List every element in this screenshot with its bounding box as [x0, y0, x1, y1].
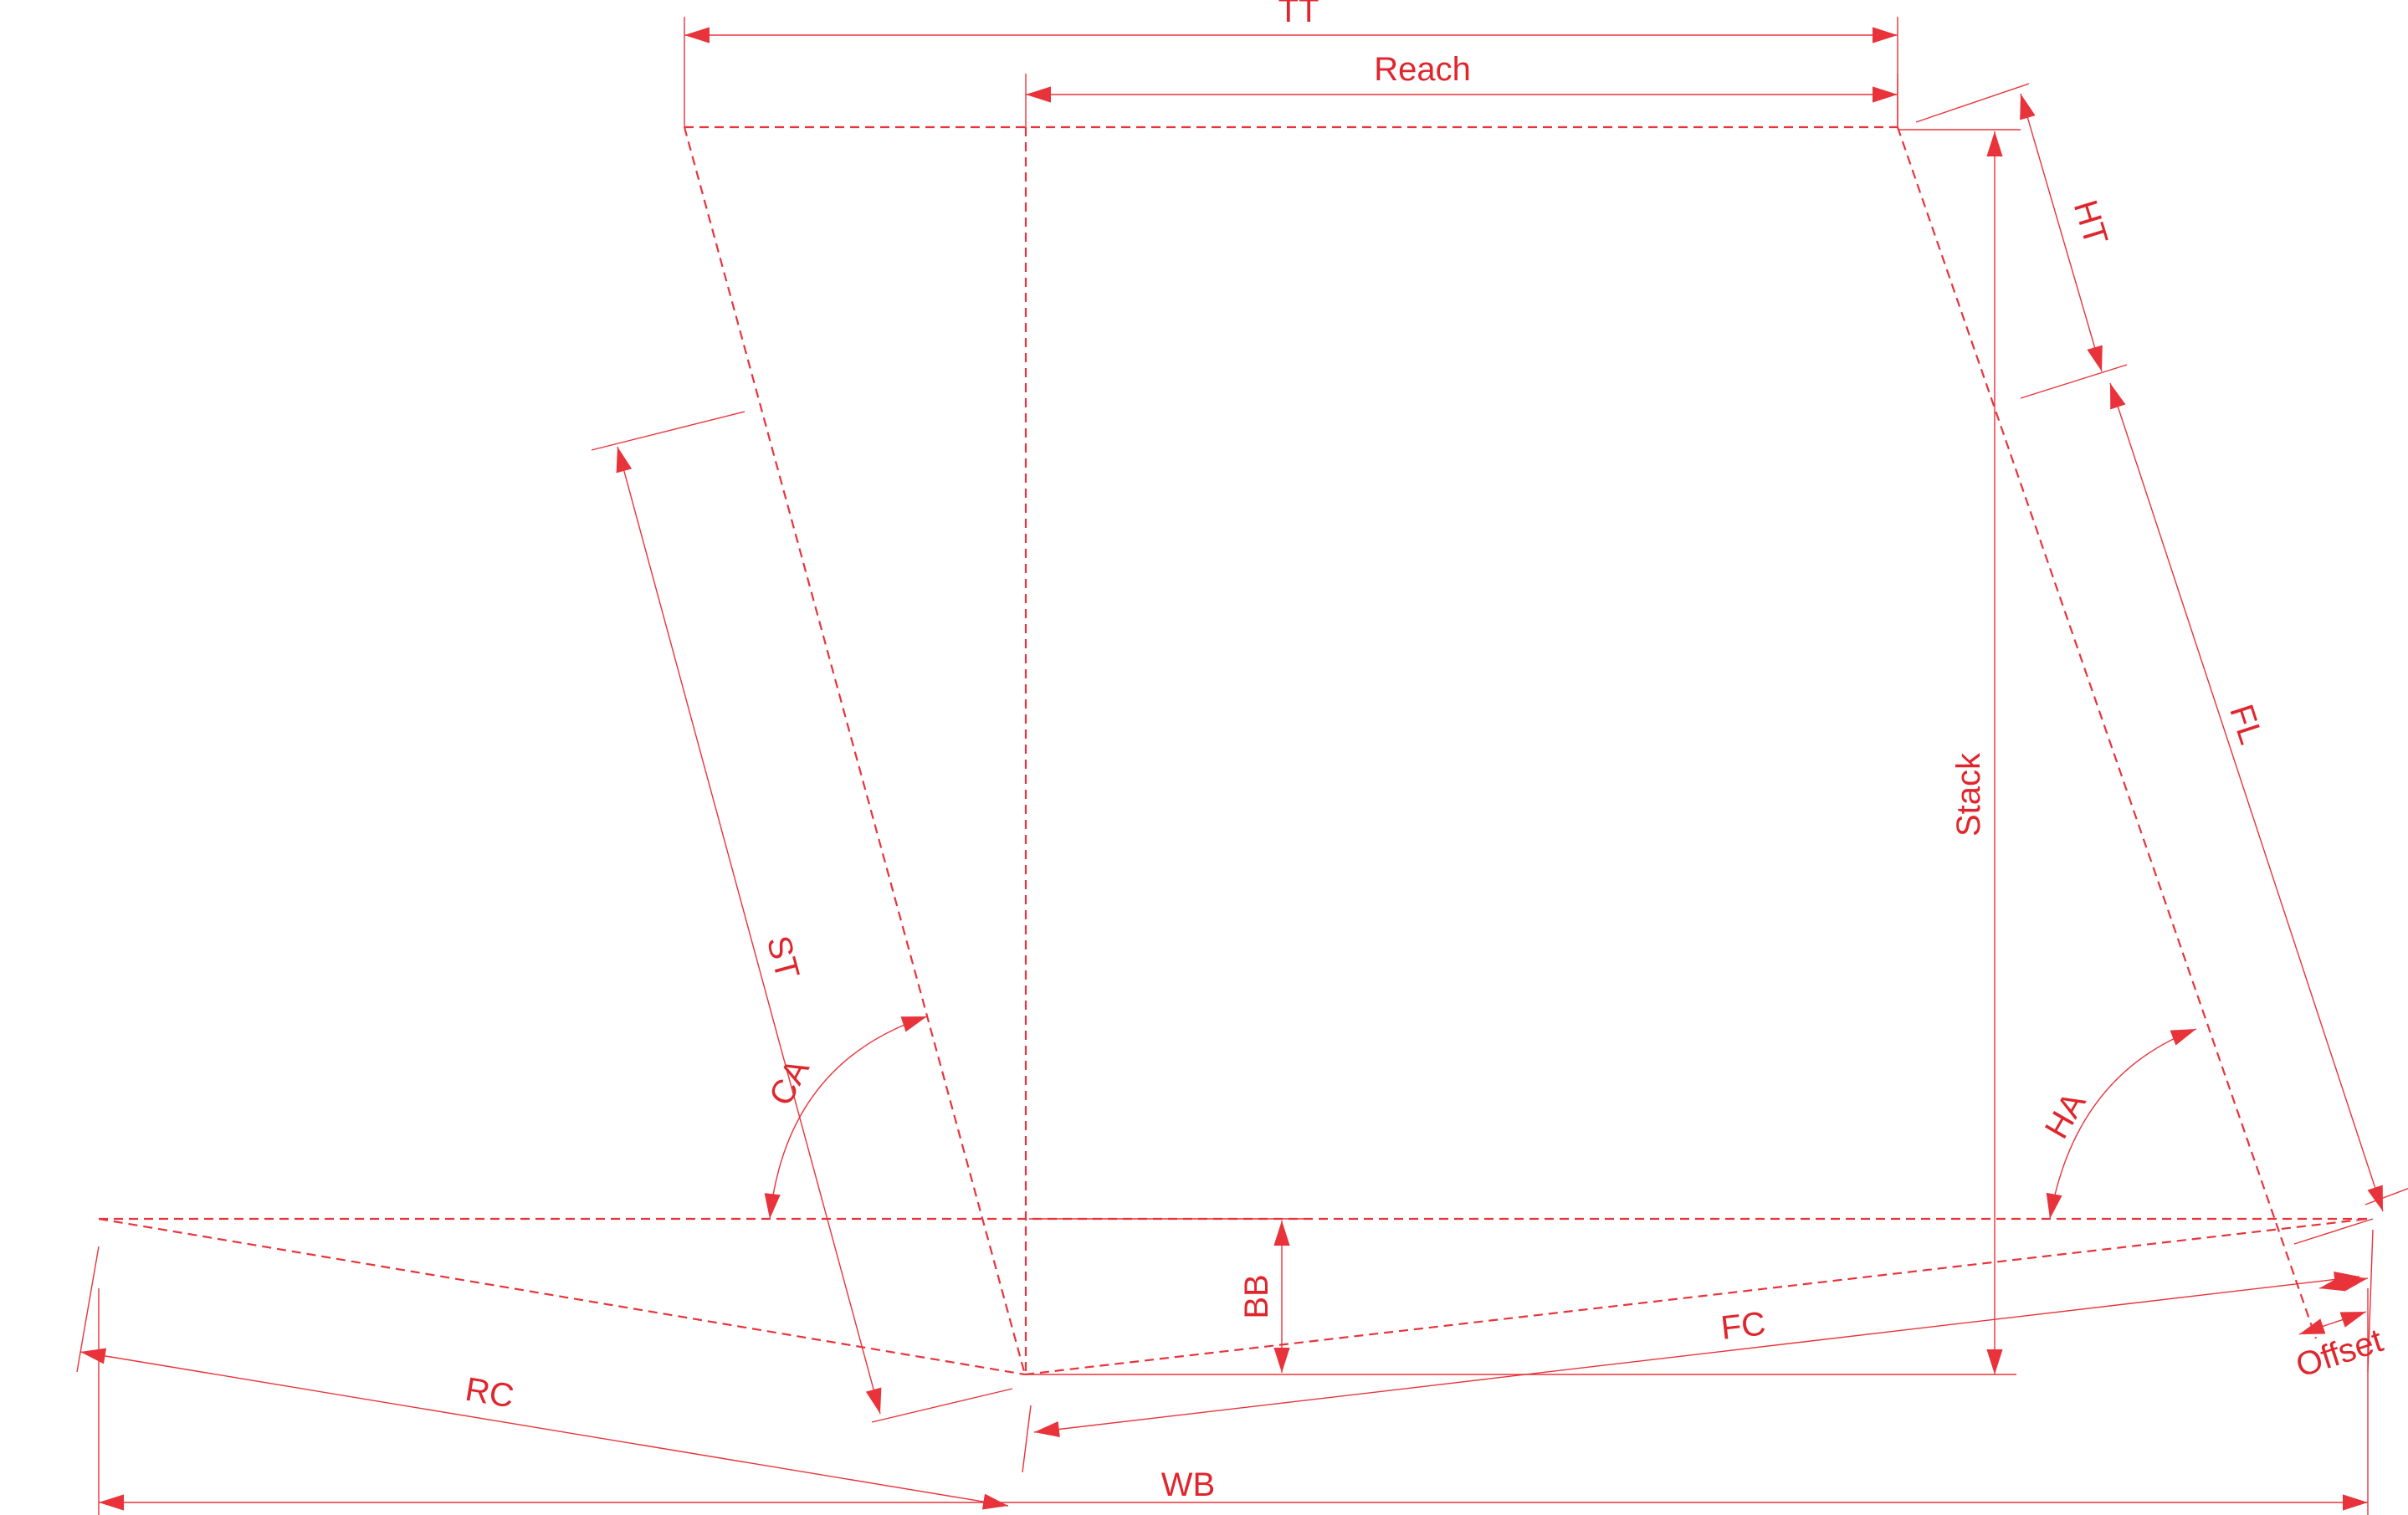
ca-angle: CA — [762, 1016, 928, 1220]
stack-label: Stack — [1950, 752, 1987, 837]
ha-label: HA — [2038, 1086, 2093, 1144]
rc-dimension: RC — [76, 1246, 1009, 1510]
chainstay-line — [98, 1217, 1026, 1376]
bb-label: BB — [1238, 1274, 1275, 1318]
fc-dimension: FC — [1022, 1271, 2360, 1473]
wb-dimension: WB — [98, 1288, 2369, 1515]
offset-dimension: Offset — [2292, 1218, 2387, 1384]
ht-label: HT — [2067, 196, 2115, 249]
rc-label: RC — [463, 1371, 516, 1415]
ht-dimension: HT — [1915, 83, 2128, 399]
offset-label: Offset — [2292, 1322, 2387, 1384]
fl-dimension: FL — [2109, 382, 2408, 1212]
frame-outline — [98, 125, 2369, 1376]
st-label: ST — [760, 932, 807, 983]
reach-dimension: Reach — [1025, 51, 1898, 127]
stack-dimension: Stack — [1026, 129, 2021, 1375]
tt-dimension: TT — [684, 0, 1898, 127]
seat-tube-line — [683, 126, 1027, 1375]
fc-label: FC — [1719, 1305, 1768, 1347]
head-axis-line — [1896, 126, 2318, 1339]
reach-label: Reach — [1374, 51, 1471, 88]
wb-label: WB — [1161, 1466, 1215, 1503]
bb-dimension: BB — [1029, 1218, 1305, 1373]
down-tube-line — [1024, 1217, 2369, 1376]
st-dimension: ST — [591, 411, 1013, 1423]
fl-label: FL — [2222, 700, 2269, 749]
tt-label: TT — [1278, 0, 1319, 29]
ha-angle: HA — [2038, 1028, 2197, 1220]
